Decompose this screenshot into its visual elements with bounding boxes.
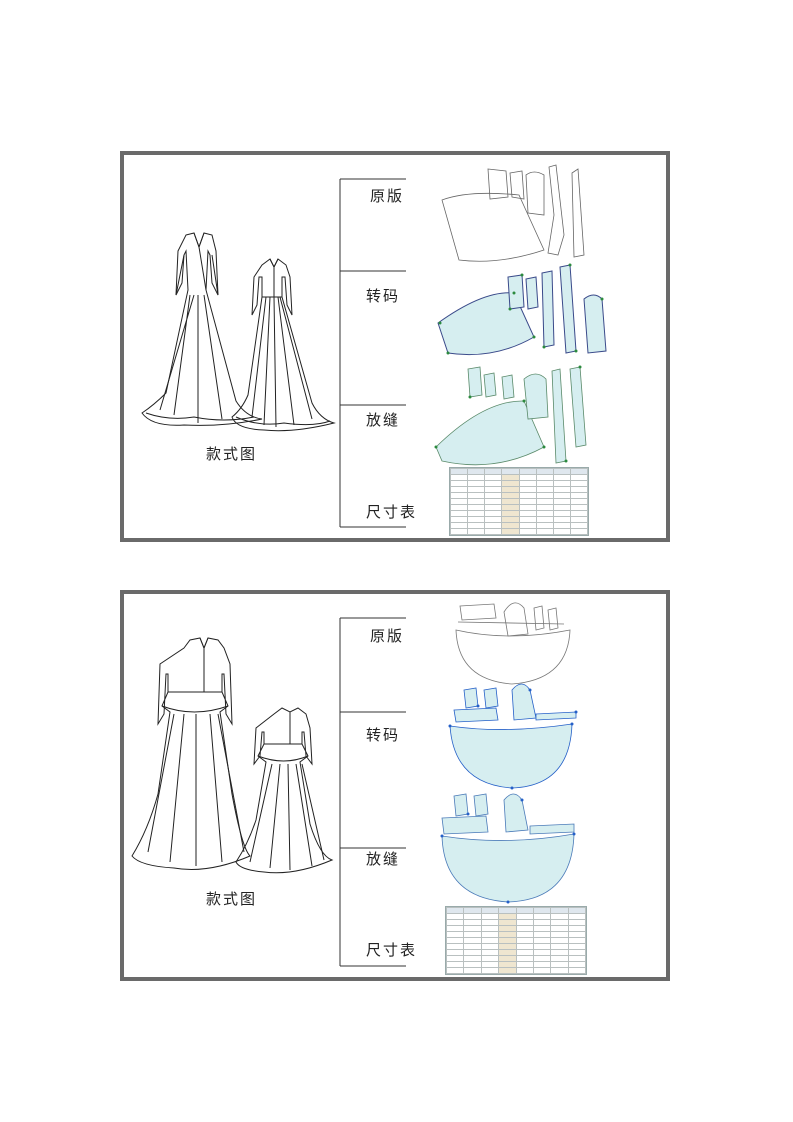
- table-row: [449, 504, 589, 511]
- style-sketch-caption: 款式图: [206, 890, 258, 908]
- table-row: [449, 498, 589, 505]
- table-row: [445, 967, 587, 974]
- section-size-table-label: 尺寸表: [366, 503, 418, 521]
- section-grading-label: 转码: [366, 287, 401, 305]
- section-seam-label: 放缝: [366, 411, 401, 429]
- style-sketch-caption: 款式图: [206, 445, 258, 463]
- pattern-graded: [437, 263, 607, 356]
- pattern-original: [455, 602, 571, 685]
- dress-sketch-front: [141, 232, 263, 426]
- panel-1: 款式图 原版 转码 放缝 尺寸表: [120, 151, 670, 542]
- pattern-seam: [434, 365, 587, 466]
- section-grading-label: 转码: [366, 726, 401, 744]
- section-size-table-label: 尺寸表: [366, 941, 418, 959]
- table-row: [445, 919, 587, 926]
- section-original-label: 原版: [370, 627, 405, 645]
- table-row: [445, 961, 587, 968]
- pattern-original: [441, 164, 585, 262]
- panel-1-artwork: [141, 164, 607, 528]
- table-row: [445, 937, 587, 944]
- pattern-seam: [440, 793, 576, 904]
- dress-sketch-front: [131, 637, 251, 870]
- pattern-graded: [448, 683, 578, 790]
- table-row: [449, 528, 589, 535]
- dress-sketch-back: [231, 258, 336, 432]
- section-seam-label: 放缝: [366, 850, 401, 868]
- section-original-label: 原版: [370, 187, 405, 205]
- table-row: [445, 955, 587, 962]
- size-table-thumbnail: [449, 467, 589, 536]
- panel-2-artwork: [131, 602, 578, 967]
- size-table-thumbnail: [445, 906, 587, 975]
- table-row: [449, 522, 589, 529]
- panel-2: 款式图 原版 转码 放缝 尺寸表: [120, 590, 670, 981]
- dress-sketch-back: [235, 707, 334, 874]
